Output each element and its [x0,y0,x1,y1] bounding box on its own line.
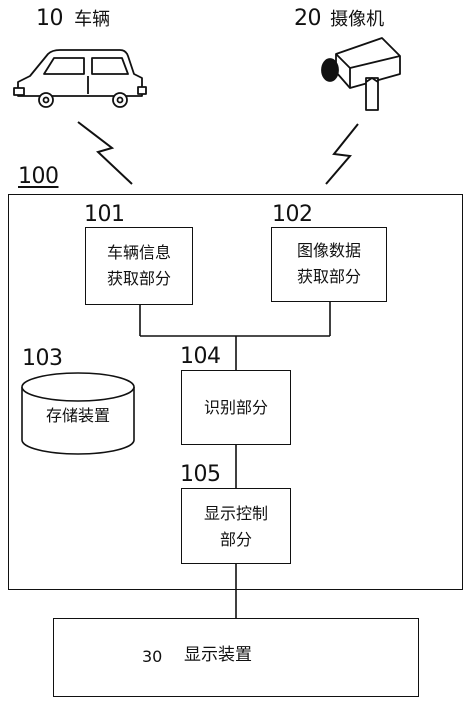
storage-number: 103 [22,346,63,371]
display-device-box: 30 显示装置 [53,618,419,697]
vehicle-name: 车辆 [74,9,111,30]
image-data-box: 图像数据 获取部分 [271,227,387,302]
camera-label: 20 摄像机 [294,8,384,30]
camera-icon [321,37,401,111]
image-data-line1: 图像数据 [296,241,361,260]
display-number: 30 [142,647,163,666]
system-number: 100 [18,164,59,189]
camera-name: 摄像机 [330,9,385,30]
vehicle-info-line1: 车辆信息 [106,243,171,262]
vehicle-label: 10 车辆 [36,8,110,30]
recognition-box: 识别部分 [181,370,291,445]
car-icon [13,49,147,108]
vehicle-number: 10 [36,6,64,31]
camera-number: 20 [294,6,322,31]
recognition-number: 104 [180,344,221,369]
vehicle-info-box: 车辆信息 获取部分 [85,227,193,305]
storage-cylinder [21,372,135,455]
vehicle-info-line2: 获取部分 [106,269,171,288]
image-data-number: 102 [272,202,313,227]
recognition-name: 识别部分 [203,398,268,417]
image-data-line2: 获取部分 [296,267,361,286]
wireless-signal-left [77,121,133,185]
display-control-number: 105 [180,462,221,487]
vehicle-info-number: 101 [84,202,125,227]
wireless-signal-right [325,123,359,185]
display-name: 显示装置 [184,645,252,665]
storage-name: 存储装置 [45,406,110,425]
display-control-box: 显示控制 部分 [181,488,291,564]
display-control-line2: 部分 [219,530,252,549]
display-control-line1: 显示控制 [203,504,268,523]
system-boundary [8,194,463,590]
